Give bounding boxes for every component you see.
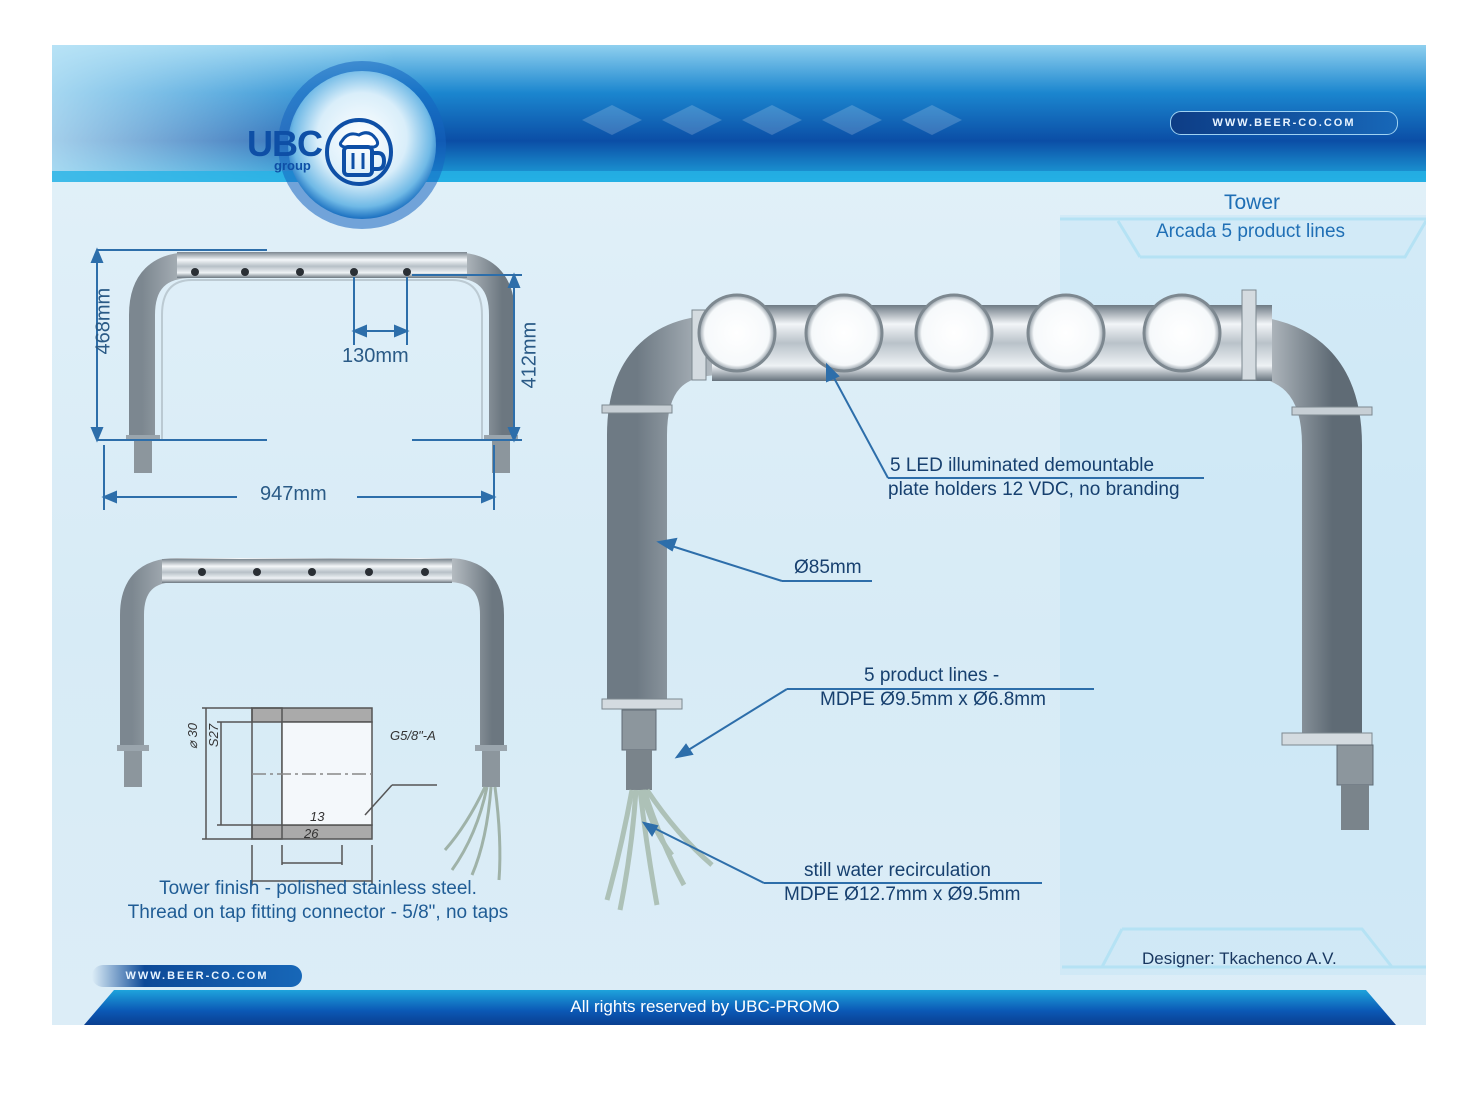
logo-text: UBC	[247, 123, 323, 164]
website-link-bottom[interactable]: WWW.BEER-CO.COM	[92, 965, 302, 987]
callout-diameter: Ø85mm	[794, 557, 862, 578]
logo-subtext: group	[274, 158, 311, 173]
copyright: All rights reserved by UBC-PROMO	[570, 997, 840, 1016]
fitting-thread: G5/8"-A	[390, 728, 436, 743]
callout-product-lines-1: 5 product lines -	[864, 665, 1000, 686]
finish-line-1: Tower finish - polished stainless steel.	[159, 878, 477, 899]
dim-width-total: 947mm	[260, 483, 327, 505]
callout-product-lines-2: MDPE Ø9.5mm x Ø6.8mm	[820, 689, 1046, 710]
tower-main-render	[601, 289, 1374, 911]
website-link-top[interactable]: WWW.BEER-CO.COM	[1170, 111, 1398, 135]
callout-lines	[641, 362, 1204, 884]
title-model: Arcada 5 product lines	[1156, 221, 1346, 242]
finish-note: Tower finish - polished stainless steel.…	[88, 877, 548, 925]
dim-spacing: 130mm	[342, 345, 409, 367]
title-tower: Tower	[1224, 191, 1281, 214]
fitting-width-total: 26	[304, 826, 319, 841]
beer-mug-icon	[325, 118, 393, 186]
designer-bracket	[1062, 927, 1426, 969]
finish-line-2: Thread on tap fitting connector - 5/8", …	[127, 902, 509, 923]
dimension-drawing	[90, 247, 522, 510]
spec-sheet: UBC group WWW.BEER-CO.COM Tower Arcada 5…	[52, 45, 1426, 1025]
callout-led-line-2: plate holders 12 VDC, no branding	[888, 479, 1180, 500]
callout-water-1: still water recirculation	[804, 860, 991, 881]
designer-credit: Designer: Tkachenco A.V.	[1142, 949, 1337, 968]
callout-led-line-1: 5 LED illuminated demountable	[890, 455, 1155, 476]
footer-band	[84, 990, 1396, 1025]
callout-water-2: MDPE Ø12.7mm x Ø9.5mm	[784, 884, 1021, 905]
fitting-width-inner: 13	[310, 809, 325, 824]
tower-side-drawing	[117, 558, 507, 885]
